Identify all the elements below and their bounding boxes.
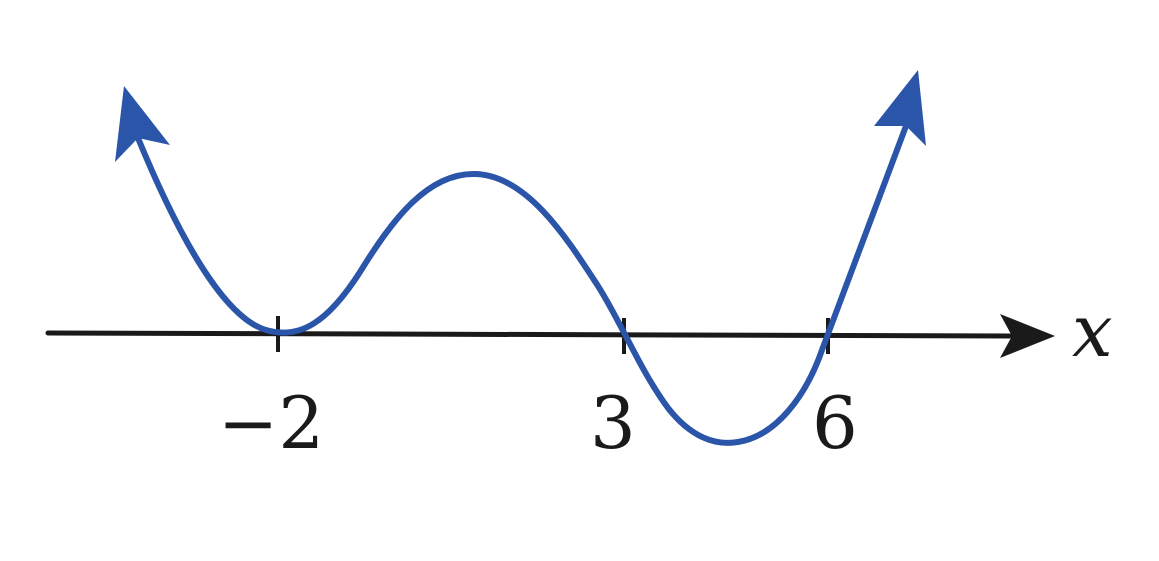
- tick-label-3: 3: [590, 381, 636, 465]
- curve-right-end-arrowhead: [874, 70, 926, 146]
- x-axis-variable-label: x: [1072, 289, 1113, 373]
- polynomial-curve: [135, 123, 909, 446]
- tick-label-6: 6: [812, 381, 858, 465]
- curve-left-end-arrowhead: [115, 86, 170, 162]
- x-axis-line: [45, 330, 1013, 339]
- x-axis-arrowhead: [1000, 314, 1055, 358]
- tick-label-minus-2: −2: [218, 381, 324, 465]
